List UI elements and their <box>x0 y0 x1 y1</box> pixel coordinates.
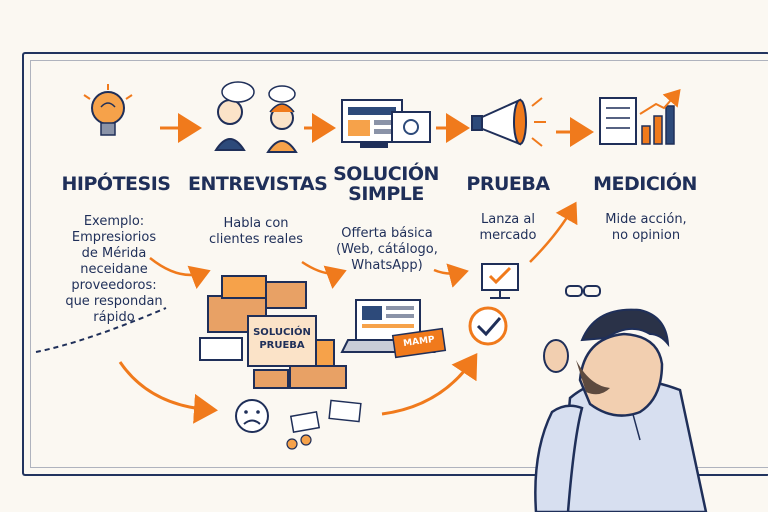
stage-title-line: SIMPLE <box>348 183 424 205</box>
desc-line: que respondan <box>65 294 163 309</box>
stage-desc-solucion: Offerta básica (Web, cátálogo, WhatsApp) <box>326 226 448 274</box>
stage-title-solucion-simple: SOLUCIÓN SIMPLE <box>324 164 448 204</box>
desc-line: rápido <box>93 310 135 325</box>
thinking-man-illustration <box>534 285 708 512</box>
box-label-line: PRUEBA <box>259 340 305 351</box>
arrow-10 <box>381 353 478 416</box>
arrow-7 <box>433 263 469 288</box>
stage-desc-medicion: Mide acción, no opinion <box>594 212 698 244</box>
stage-desc-prueba: Lanza al mercado <box>462 212 554 244</box>
solution-box <box>247 315 317 367</box>
solution-box-label: SOLUCIÓN PRUEBA <box>250 326 314 352</box>
scattered-cards <box>286 399 362 450</box>
growth-chart-icon <box>599 88 681 145</box>
arrow-6 <box>301 260 347 289</box>
interview-people-icon <box>214 81 298 153</box>
desc-line: Empresiorios <box>71 230 157 245</box>
stage-title-medicion: MEDICIÓN <box>593 173 697 195</box>
stage-desc-entrevistas: Habla con clientes reales <box>198 216 314 248</box>
arrow-8 <box>529 201 578 263</box>
boxes-cluster-icon <box>199 275 347 389</box>
mamp-sticker <box>391 327 447 359</box>
desc-line: mercado <box>479 228 537 243</box>
arrow-5 <box>149 257 211 290</box>
desc-line: neceidane <box>80 262 148 277</box>
desc-line: clientes reales <box>208 232 303 247</box>
sad-face-icon <box>235 399 269 433</box>
whiteboard-frame <box>22 52 768 476</box>
desc-line: Habla con <box>223 216 289 231</box>
desc-line: de Mérida <box>81 246 147 261</box>
dashed-curve <box>35 307 167 353</box>
desc-line: Offerta básica <box>341 226 433 241</box>
desc-line: WhatsApp) <box>351 258 423 273</box>
desc-line: Mide acción, <box>605 212 687 227</box>
desc-line: proveedoros: <box>71 278 157 293</box>
stage-title-line: SOLUCIÓN <box>333 163 439 185</box>
arrow-9 <box>118 361 218 424</box>
stage-desc-hipotesis: Exemplo: Empresiorios de Mérida neceidan… <box>40 214 188 326</box>
monitor-check-icon <box>481 263 519 299</box>
desc-line: (Web, cátálogo, <box>336 242 438 257</box>
desc-line: Lanza al <box>481 212 535 227</box>
target-check-icon <box>468 306 508 346</box>
stage-title-hipotesis: HIPÓTESIS <box>61 173 171 195</box>
stage-title-prueba: PRUEBA <box>466 173 550 195</box>
lightbulb-icon <box>83 84 133 136</box>
box-label-line: SOLUCIÓN <box>253 327 311 338</box>
desc-line: Exemplo: <box>83 214 145 229</box>
megaphone-icon <box>471 97 546 147</box>
website-screens-icon <box>341 99 431 148</box>
desc-line: no opinion <box>611 228 681 243</box>
stage-title-entrevistas: ENTREVISTAS <box>188 173 328 195</box>
